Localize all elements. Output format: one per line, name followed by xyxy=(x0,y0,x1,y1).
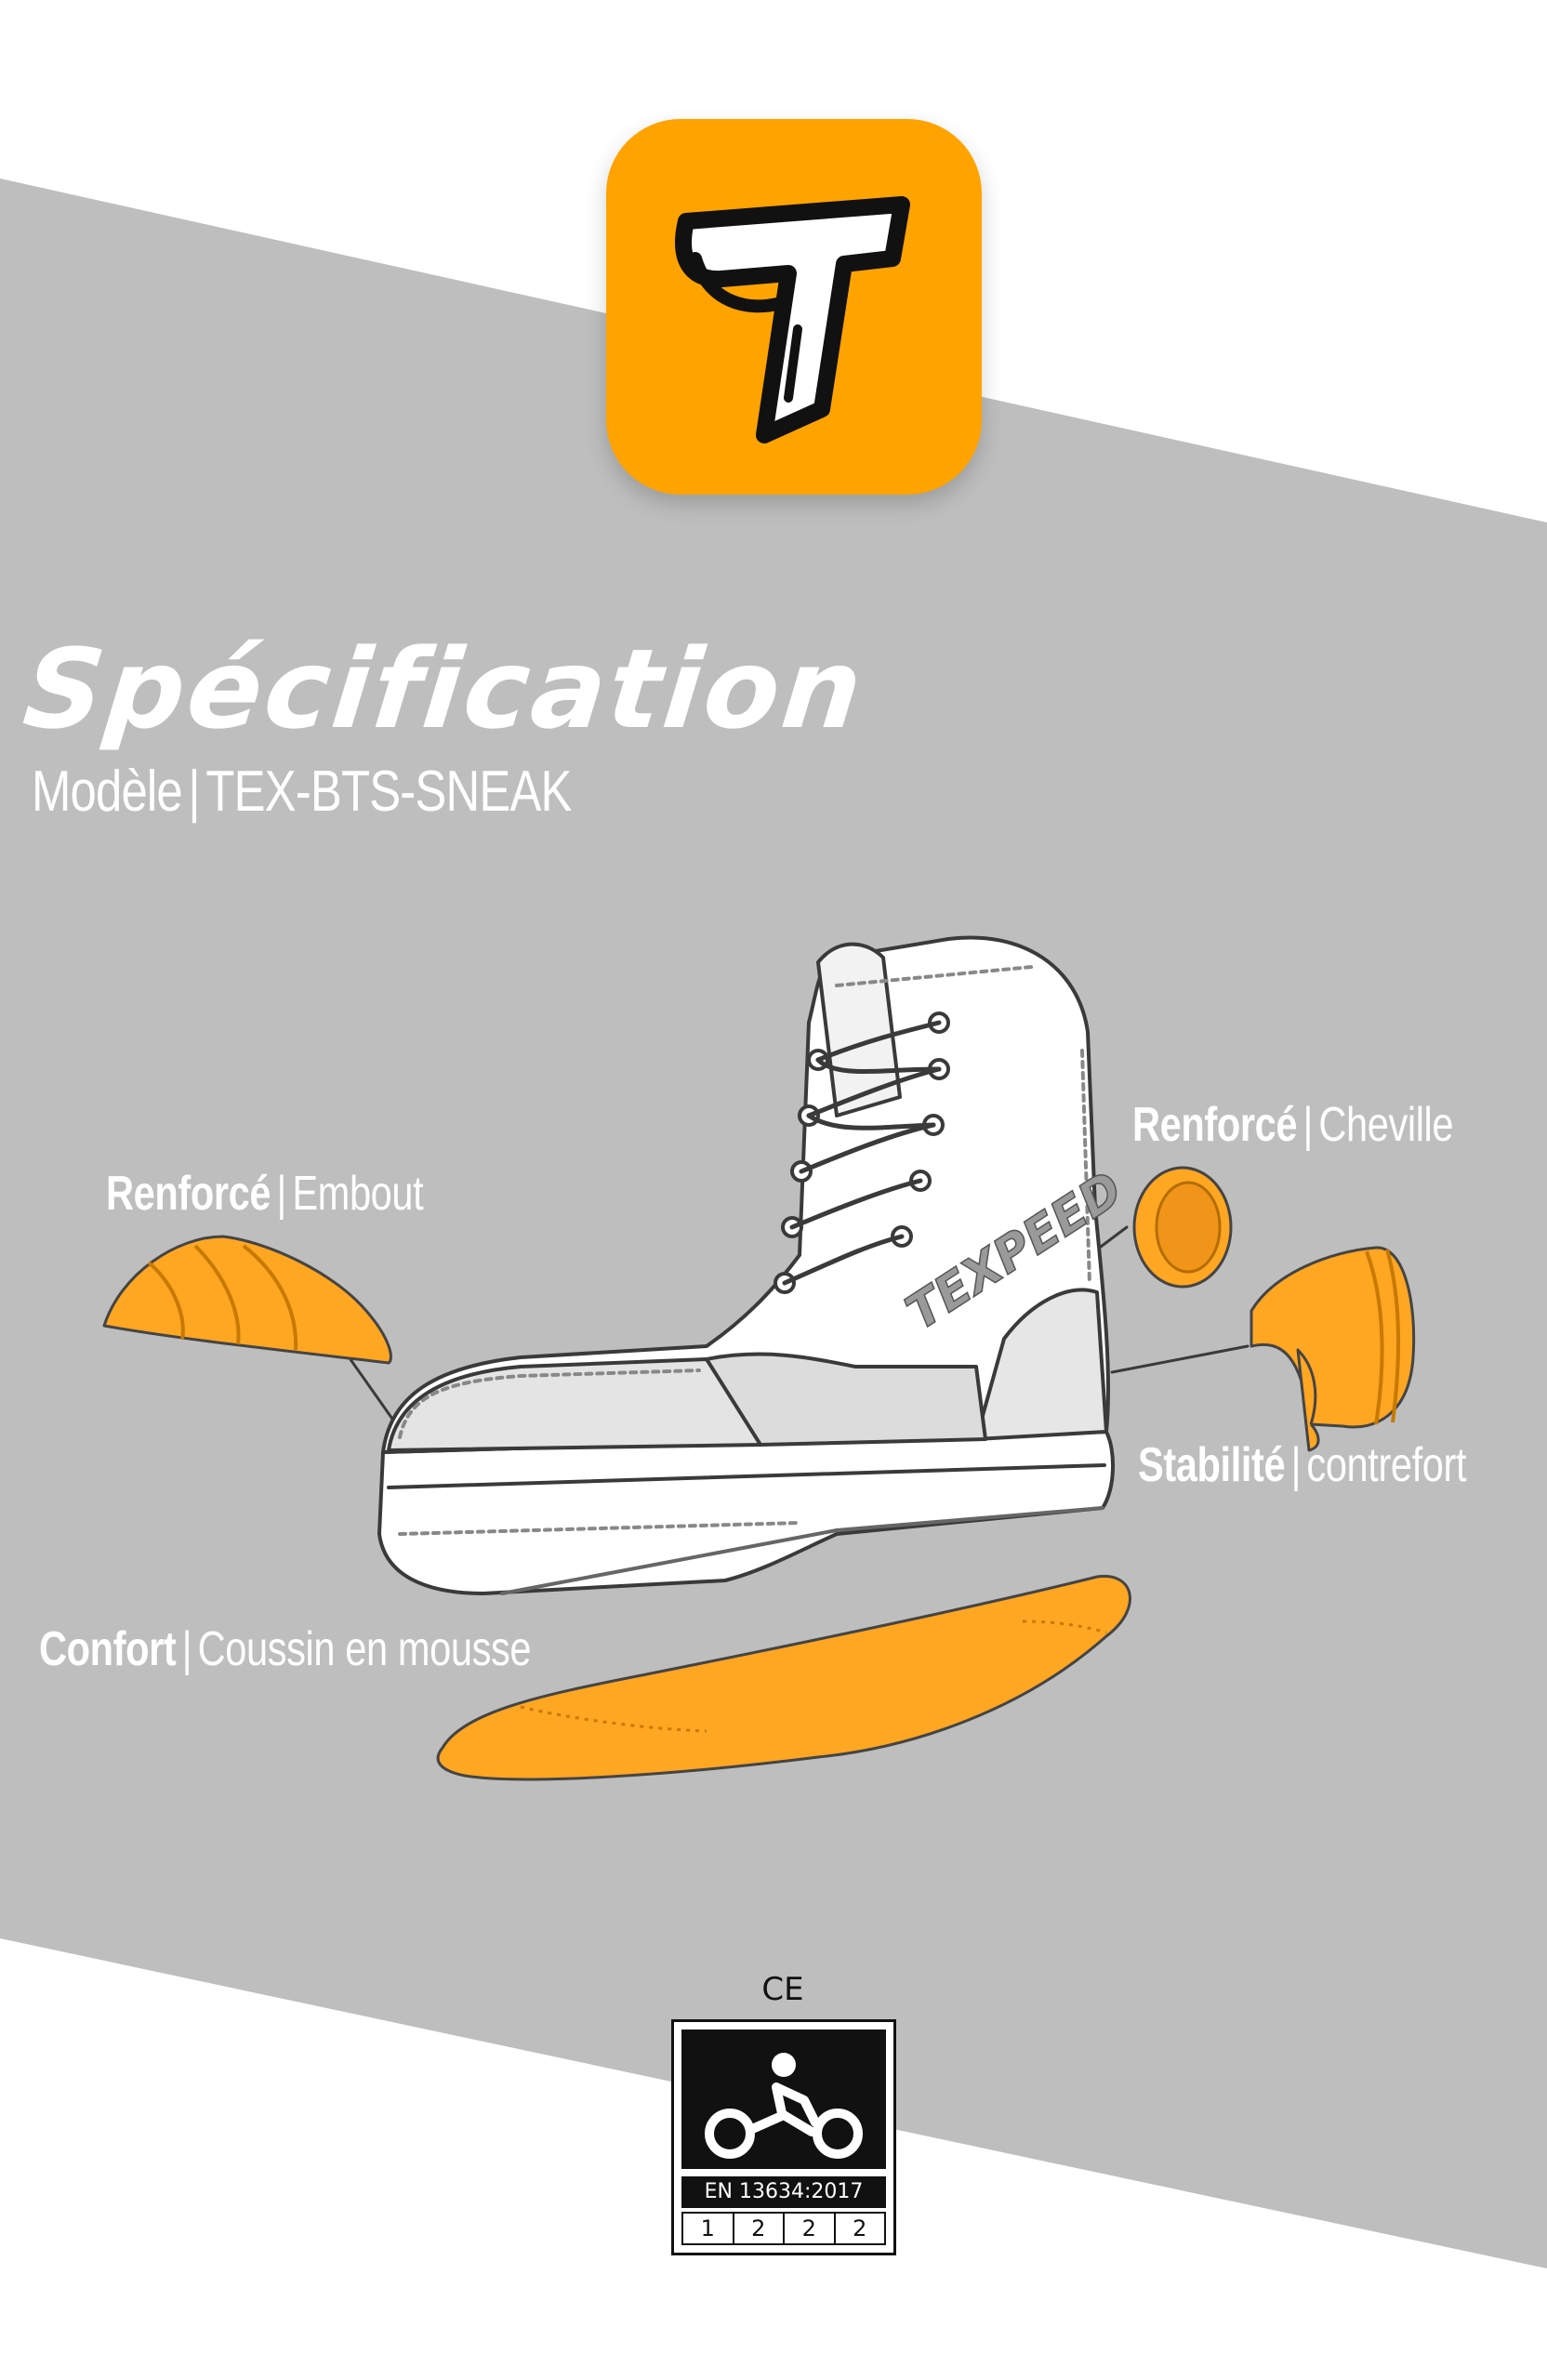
feature-heel-text: contrefort xyxy=(1306,1438,1467,1492)
rating-cell: 2 xyxy=(734,2212,785,2245)
feature-insole-label: Confort|Coussin en mousse xyxy=(39,1621,532,1677)
feature-ankle-separator: | xyxy=(1302,1098,1314,1152)
toe-cap-part xyxy=(102,1235,392,1365)
motorcycle-rider-icon xyxy=(705,2053,863,2159)
feature-heel-label: Stabilité|contrefort xyxy=(1138,1437,1467,1493)
feature-insole-strong: Confort xyxy=(39,1622,177,1676)
feature-heel-strong: Stabilité xyxy=(1138,1438,1286,1492)
feature-insole-separator: | xyxy=(181,1622,192,1676)
feature-toe-strong: Renforcé xyxy=(106,1167,271,1221)
feature-toe-text: Embout xyxy=(292,1167,424,1221)
model-line: Modèle|TEX-BTS-SNEAK xyxy=(32,759,572,825)
feature-insole-text: Coussin en mousse xyxy=(197,1622,532,1676)
app-logo-tile xyxy=(606,119,982,495)
heel-counter-part xyxy=(1250,1246,1416,1429)
ce-mark: CE xyxy=(761,1971,804,2008)
feature-ankle-text: Cheville xyxy=(1318,1098,1454,1152)
model-separator: | xyxy=(188,760,200,824)
feature-toe-separator: | xyxy=(276,1167,287,1221)
certification-standard: EN 13634:2017 xyxy=(681,2176,886,2208)
feature-ankle-strong: Renforcé xyxy=(1132,1098,1298,1152)
model-label: Modèle xyxy=(32,760,183,824)
ce-certification: CE EN 13634:2017 1 2 2 2 xyxy=(671,1971,896,2268)
rating-cell: 2 xyxy=(785,2212,836,2245)
texpeed-t-logo-icon xyxy=(675,196,910,443)
insole-part xyxy=(436,1574,1131,1781)
certification-frame: EN 13634:2017 1 2 2 2 xyxy=(671,2019,896,2255)
feature-toe-label: Renforcé|Embout xyxy=(106,1166,424,1222)
feature-ankle-label: Renforcé|Cheville xyxy=(1132,1097,1454,1153)
rating-cell: 1 xyxy=(681,2212,734,2245)
certification-pictogram-panel xyxy=(681,2030,886,2169)
certification-ratings: 1 2 2 2 xyxy=(681,2212,886,2245)
rating-cell: 2 xyxy=(835,2212,886,2245)
feature-heel-separator: | xyxy=(1290,1438,1302,1492)
model-value: TEX-BTS-SNEAK xyxy=(205,760,572,824)
